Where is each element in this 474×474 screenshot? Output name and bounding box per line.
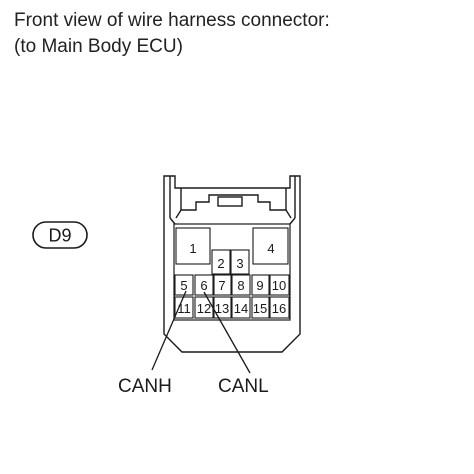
pin-13-label: 13 xyxy=(215,301,229,316)
pin-12-label: 12 xyxy=(197,301,211,316)
connector-housing xyxy=(163,175,301,353)
pin-15-label: 15 xyxy=(253,301,267,316)
pin-10-label: 10 xyxy=(272,278,286,293)
canl-leader-line xyxy=(203,291,251,374)
pin-2-label: 2 xyxy=(217,256,224,271)
diagram-title-line-1: Front view of wire harness connector: xyxy=(14,10,330,31)
connector-code-label: D9 xyxy=(48,226,71,246)
pin-14-label: 14 xyxy=(234,301,248,316)
pin-9-label: 9 xyxy=(256,278,263,293)
connector-code-badge: D9 xyxy=(32,221,88,249)
pin-4-label: 4 xyxy=(267,241,274,256)
canh-leader-line xyxy=(151,290,187,371)
diagram-title-line-2: (to Main Body ECU) xyxy=(14,36,183,57)
canl-label: CANL xyxy=(218,376,269,397)
pin-6-label: 6 xyxy=(200,278,207,293)
pin-3-label: 3 xyxy=(236,256,243,271)
pin-16-label: 16 xyxy=(272,301,286,316)
pin-7-label: 7 xyxy=(218,278,225,293)
pin-8-label: 8 xyxy=(237,278,244,293)
pin-11-label: 11 xyxy=(177,301,191,316)
canh-label: CANH xyxy=(118,376,172,397)
pin-5-label: 5 xyxy=(180,278,187,293)
pin-1-label: 1 xyxy=(189,241,196,256)
